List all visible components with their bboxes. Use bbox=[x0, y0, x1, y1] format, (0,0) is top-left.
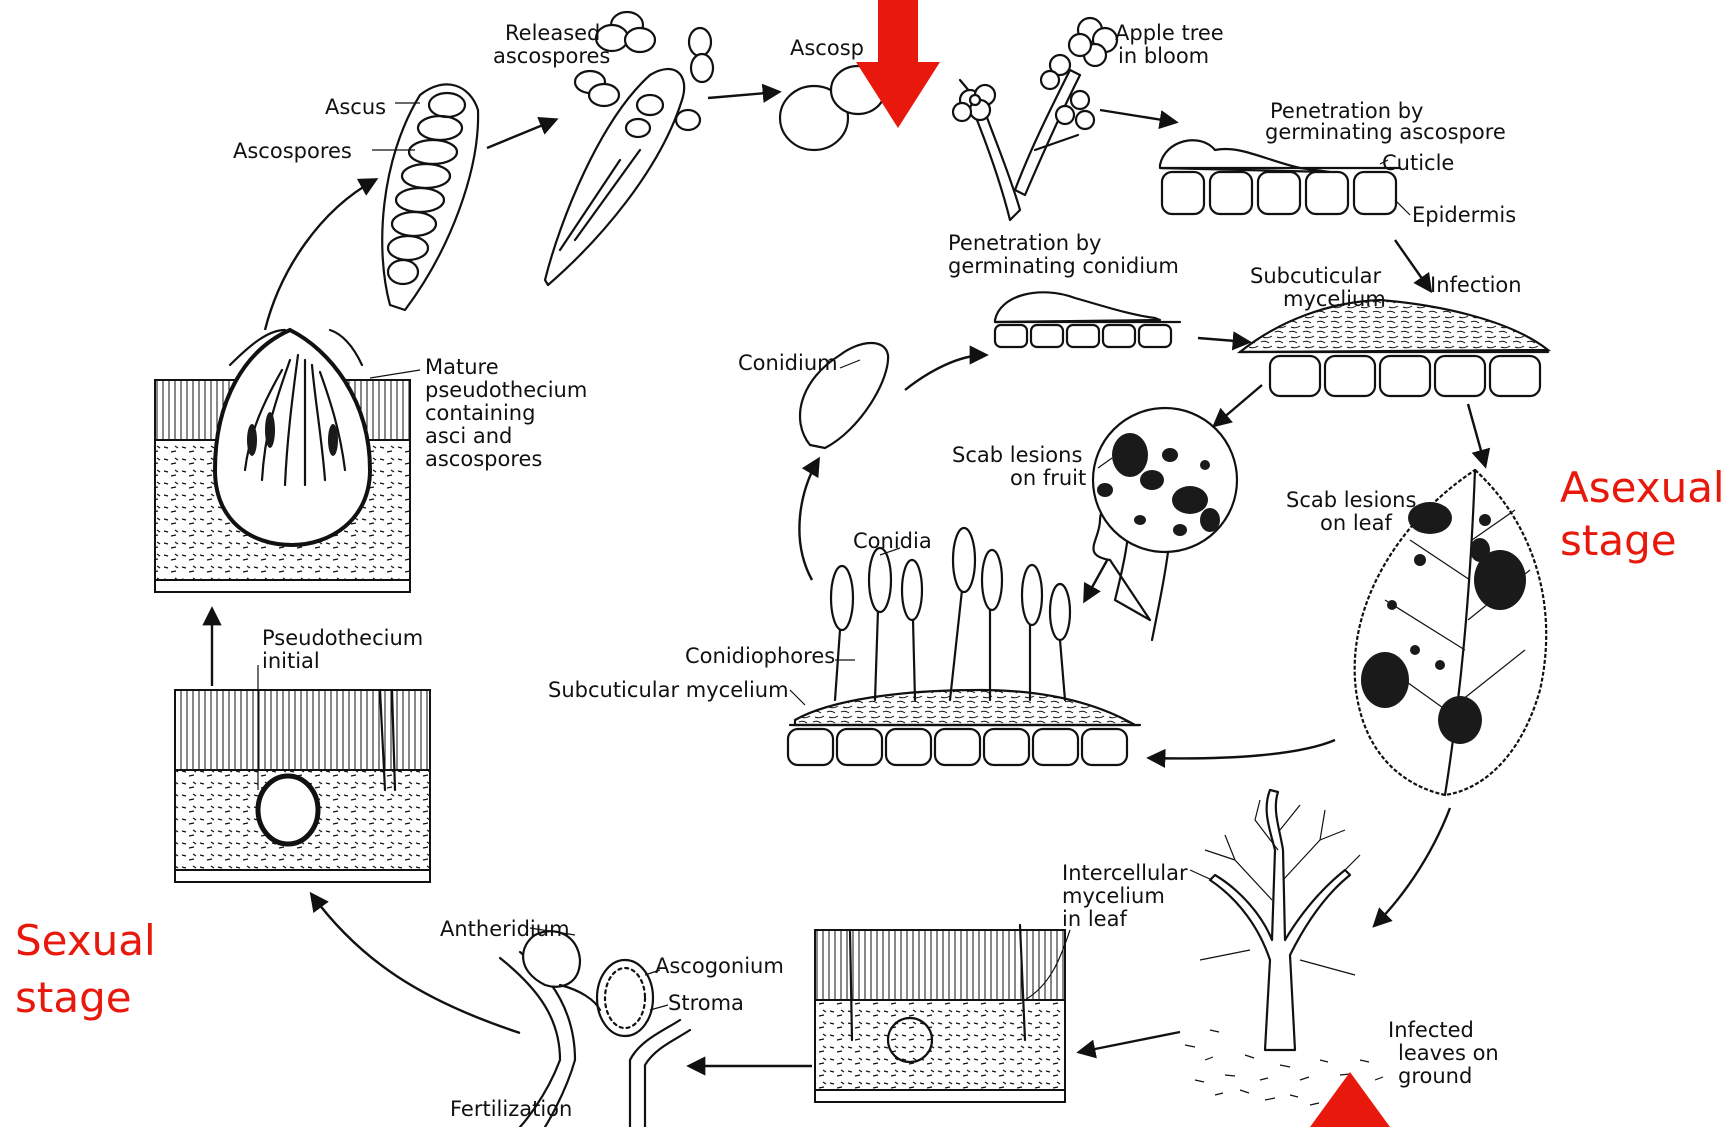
label-released-ascospores-1: Released bbox=[505, 21, 600, 45]
label-released-ascospores-2: ascospores bbox=[493, 44, 610, 68]
intercellular-mycelium-illustration bbox=[815, 925, 1070, 1102]
label-intercellular-2: mycelium bbox=[1062, 884, 1165, 908]
label-scab-fruit-2: on fruit bbox=[1010, 466, 1086, 490]
label-pseudothecium-initial-2: initial bbox=[262, 649, 320, 673]
sexual-stage-label-1: Sexual bbox=[15, 916, 156, 965]
label-subcuticular-mycelium-1: Subcuticular bbox=[1250, 264, 1381, 288]
ascus-illustration bbox=[372, 84, 478, 310]
penetration-conidium-illustration bbox=[995, 292, 1180, 347]
arrow-conidium-to-penetration bbox=[905, 355, 985, 390]
label-infected-leaves-1: Infected bbox=[1388, 1018, 1474, 1042]
arrow-pseudothecium-to-ascus bbox=[265, 180, 375, 330]
penetration-ascospore-illustration bbox=[1160, 140, 1410, 215]
arrow-fruit-to-conidia bbox=[1085, 555, 1110, 600]
label-ascogonium: Ascogonium bbox=[655, 954, 784, 978]
label-pseudothecium-initial-1: Pseudothecium bbox=[262, 626, 423, 650]
apple-blossom-illustration bbox=[953, 18, 1117, 220]
up-triangle-marker bbox=[1310, 1072, 1390, 1127]
label-mature-pseudothecium-4: asci and bbox=[425, 424, 512, 448]
arrow-fertilization-to-initial bbox=[312, 895, 520, 1033]
mature-pseudothecium-illustration bbox=[155, 330, 420, 592]
label-apple-tree-2: in bloom bbox=[1118, 44, 1209, 68]
arrow-penetration-to-infection bbox=[1395, 240, 1430, 290]
conidiophores-illustration bbox=[788, 528, 1140, 765]
label-conidiophores: Conidiophores bbox=[685, 644, 835, 668]
label-cuticle: Cuticle bbox=[1382, 151, 1454, 175]
label-scab-leaf-1: Scab lesions bbox=[1286, 488, 1416, 512]
label-conidium: Conidium bbox=[738, 351, 838, 375]
label-infected-leaves-3: ground bbox=[1398, 1064, 1472, 1088]
label-mature-pseudothecium-5: ascospores bbox=[425, 447, 542, 471]
bare-tree-illustration bbox=[1185, 790, 1383, 1105]
label-subcuticular-mycelium-lower: Subcuticular mycelium bbox=[548, 678, 789, 702]
label-ascospore: Ascosp bbox=[790, 36, 864, 60]
label-mature-pseudothecium-1: Mature bbox=[425, 355, 499, 379]
arrow-released-to-ascospore bbox=[708, 92, 778, 98]
label-mature-pseudothecium-3: containing bbox=[425, 401, 535, 425]
label-apple-tree-1: Apple tree bbox=[1115, 21, 1224, 45]
label-scab-fruit-1: Scab lesions bbox=[952, 443, 1082, 467]
label-infected-leaves-2: leaves on bbox=[1398, 1041, 1499, 1065]
label-fertilization: Fertilization bbox=[450, 1097, 572, 1121]
sexual-stage-label-2: stage bbox=[15, 973, 132, 1022]
asexual-stage-label-2: stage bbox=[1560, 516, 1677, 565]
subcuticular-infection-illustration bbox=[1240, 300, 1548, 396]
label-penetration-ascospore-2: germinating ascospore bbox=[1265, 120, 1506, 144]
label-penetration-conidium-2: germinating conidium bbox=[948, 254, 1179, 278]
arrow-leaf-to-ground bbox=[1375, 808, 1450, 925]
label-ascus: Ascus bbox=[325, 95, 386, 119]
label-mature-pseudothecium-2: pseudothecium bbox=[425, 378, 587, 402]
label-stroma: Stroma bbox=[668, 991, 744, 1015]
arrow-leaf-to-conidia bbox=[1150, 740, 1335, 758]
label-infection: Infection bbox=[1430, 273, 1522, 297]
pseudothecium-initial-illustration bbox=[175, 665, 430, 882]
arrow-ground-to-intercellular bbox=[1080, 1032, 1180, 1052]
label-subcuticular-mycelium-2: mycelium bbox=[1283, 287, 1386, 311]
label-intercellular-1: Intercellular bbox=[1062, 861, 1188, 885]
arrow-conidium-penetration-to-infection bbox=[1198, 338, 1248, 342]
arrow-infection-to-leaf bbox=[1468, 404, 1485, 465]
label-intercellular-3: in leaf bbox=[1062, 907, 1127, 931]
label-penetration-conidium-1: Penetration by bbox=[948, 231, 1101, 255]
arrow-infection-to-fruit bbox=[1215, 385, 1262, 425]
arrow-ascus-to-released bbox=[487, 120, 555, 148]
label-scab-leaf-2: on leaf bbox=[1320, 511, 1392, 535]
label-conidia: Conidia bbox=[853, 529, 932, 553]
label-antheridium: Antheridium bbox=[440, 917, 570, 941]
label-epidermis: Epidermis bbox=[1412, 203, 1516, 227]
asexual-stage-label-1: Asexual bbox=[1560, 463, 1725, 512]
arrow-conidia-to-conidium bbox=[799, 460, 818, 580]
label-ascospores: Ascospores bbox=[233, 139, 352, 163]
arrow-bloom-to-penetration bbox=[1100, 110, 1175, 122]
scab-fruit-illustration bbox=[1093, 408, 1237, 640]
